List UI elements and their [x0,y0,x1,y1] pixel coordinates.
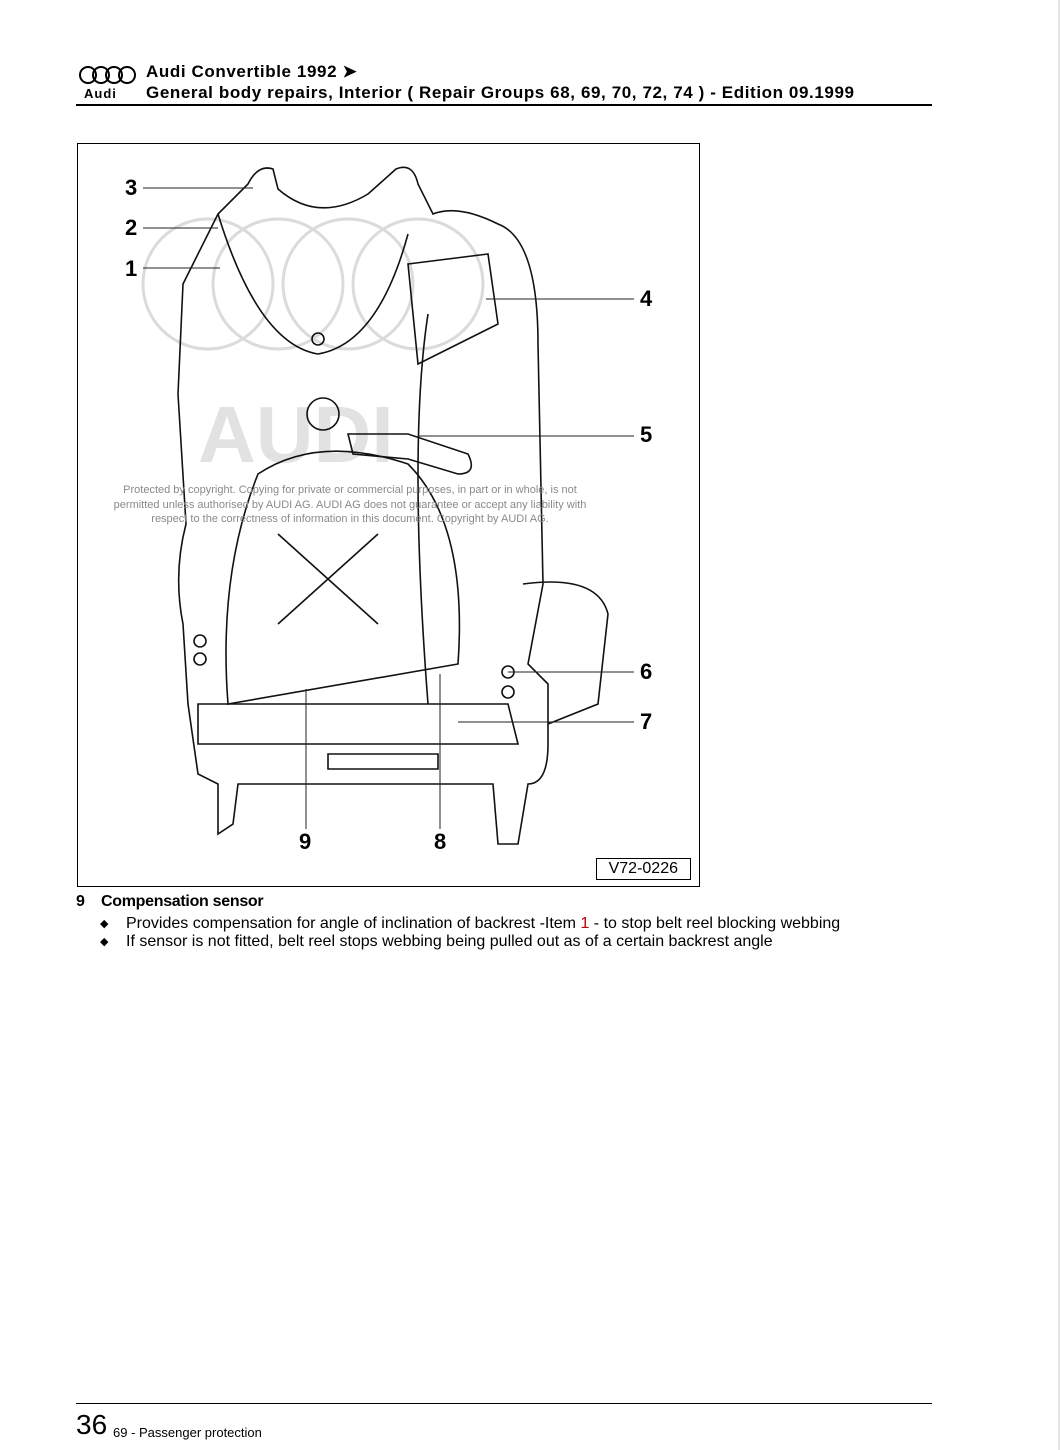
bullet-item: ◆Provides compensation for angle of incl… [100,915,841,932]
item-title: Compensation sensor [101,893,264,910]
item-reference-link[interactable]: 1 [580,915,590,932]
callout-3: 3 [125,175,138,200]
bullet-item: ◆If sensor is not fitted, belt reel stop… [100,933,773,950]
page-footer: 36 69 - Passenger protection [76,1403,932,1440]
bullet-diamond-icon: ◆ [100,918,109,930]
copyright-watermark: Protected by copyright. Copying for priv… [113,484,587,525]
callout-1: 1 [125,256,138,281]
seat-drawing: AUDI [141,166,634,845]
callout-8: 8 [434,829,447,854]
seat-diagram: AUDI 3 2 1 4 [77,143,700,887]
callout-6: 6 [640,659,653,684]
callout-5: 5 [640,422,653,447]
section-name: 69 - Passenger protection [113,1425,262,1440]
document-title: Audi Convertible 1992 ➤ [146,62,358,81]
page-number: 36 [76,1409,108,1440]
page-edge [1058,0,1060,1450]
bullet-diamond-icon: ◆ [100,936,109,948]
callout-4: 4 [640,286,653,311]
item-bullets: ◆Provides compensation for angle of incl… [100,915,840,951]
page-header: Audi Audi Convertible 1992 ➤ General bod… [76,62,932,106]
callout-2: 2 [125,215,138,240]
callout-9: 9 [299,829,312,854]
item-number: 9 [76,893,85,910]
callout-7: 7 [640,709,653,734]
item-heading: 9 Compensation sensor [76,893,264,911]
audi-rings-logo [79,66,136,84]
document-subtitle: General body repairs, Interior ( Repair … [146,83,855,102]
figure-id: V72-0226 [595,858,691,880]
audi-wordmark: Audi [84,86,117,101]
